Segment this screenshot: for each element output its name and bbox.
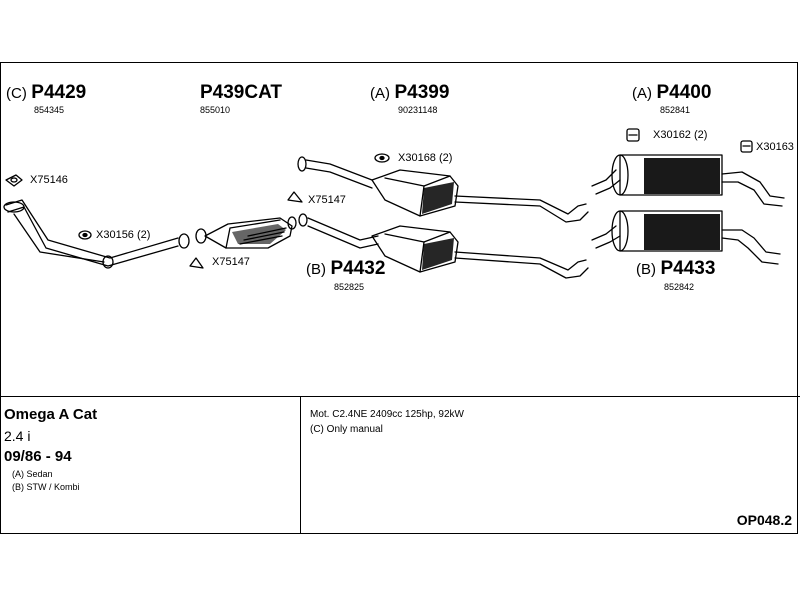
ref-x30162: X30162 (2): [653, 129, 708, 141]
rear-silencer-a-drawing: [591, 154, 785, 207]
part-code: 852825: [334, 282, 365, 292]
clamp-icon: [374, 153, 390, 163]
ref-x75147: X75147: [212, 256, 250, 268]
middle-silencer-b-drawing: [371, 225, 589, 279]
ref-x30156: X30156 (2): [96, 229, 151, 241]
divider-horizontal: [0, 396, 800, 397]
middle-silencer-a-drawing: [371, 169, 589, 223]
gasket-icon: [5, 174, 23, 187]
part-code: 852841: [660, 105, 691, 115]
ref-x75146: X75146: [30, 174, 68, 186]
part-prefix: (B): [636, 261, 656, 278]
part-label-p4433: (B) P4433: [636, 258, 715, 280]
part-label-p4399: (A) P4399: [370, 82, 449, 104]
part-number: P4399: [394, 82, 450, 103]
part-prefix: (A): [370, 85, 390, 102]
part-prefix: (C): [6, 85, 27, 102]
production-years: 09/86 - 94: [4, 448, 72, 465]
part-prefix: (A): [632, 85, 652, 102]
part-label-p4429: (C) P4429: [6, 82, 86, 104]
variant-kombi: (B) STW / Kombi: [12, 482, 80, 492]
exhaust-system-drawing: [3, 128, 785, 279]
ref-x30168: X30168 (2): [398, 152, 453, 164]
rubber-mount-icon: [740, 140, 753, 153]
ref-x75147: X75147: [308, 194, 346, 206]
part-code: 855010: [200, 105, 231, 115]
connecting-pipe-drawing: [297, 156, 379, 249]
part-label-p4432: (B) P4432: [306, 258, 385, 280]
vehicle-model: Omega A Cat: [4, 406, 98, 423]
gasket-ring-icon: [189, 257, 204, 269]
part-number: P4432: [330, 258, 386, 279]
divider-vertical: [300, 396, 301, 534]
part-number: P439CAT: [200, 82, 283, 103]
variant-sedan: (A) Sedan: [12, 469, 53, 479]
silencer-shading: [232, 158, 720, 270]
rubber-mount-icon: [626, 128, 640, 142]
part-number: P4429: [31, 82, 87, 103]
engine-size: 2.4 i: [4, 428, 31, 444]
part-label-p4400: (A) P4400: [632, 82, 711, 104]
diagram-frame: [0, 62, 798, 534]
part-code: 854345: [34, 105, 65, 115]
part-number: P4433: [660, 258, 716, 279]
gasket-ring-icon: [287, 191, 303, 203]
part-label-p439cat: P439CAT: [200, 82, 282, 104]
motor-note: Mot. C2.4NE 2409cc 125hp, 92kW: [310, 409, 464, 420]
ref-x30163: X30163: [756, 141, 794, 153]
part-code: 852842: [664, 282, 695, 292]
part-code: 90231148: [398, 105, 438, 115]
drawing-code: OP048.2: [736, 512, 792, 528]
rear-silencer-b-drawing: [591, 210, 781, 265]
part-prefix: (B): [306, 261, 326, 278]
part-number: P4400: [656, 82, 712, 103]
clamp-icon: [78, 230, 92, 240]
manual-note: (C) Only manual: [310, 424, 383, 435]
front-pipe-drawing: [3, 199, 190, 269]
